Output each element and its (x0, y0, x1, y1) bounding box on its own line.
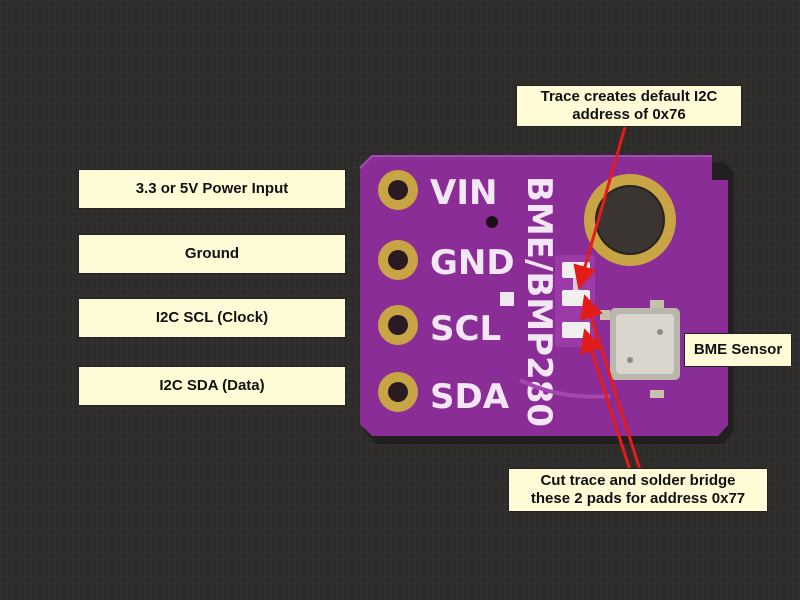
callout-gnd: Ground (78, 234, 346, 274)
trace-path (519, 378, 611, 399)
square-marker-pad (500, 292, 514, 306)
callout-vin-text: 3.3 or 5V Power Input (135, 180, 289, 197)
board-name-silkscreen: BME/BMP280 (519, 176, 559, 427)
callout-bme-sensor-text: BME Sensor (693, 341, 783, 358)
callout-sda: I2C SDA (Data) (78, 366, 346, 406)
address-jumper (555, 255, 595, 347)
mounting-hole (584, 174, 676, 266)
bme-sensor-chip (610, 308, 680, 380)
arrow-default-trace (573, 126, 627, 290)
callout-scl-text: I2C SCL (Clock) (155, 309, 269, 326)
component-small-1 (600, 310, 610, 320)
via-hole (486, 216, 498, 228)
pin-hole-sda (378, 372, 418, 412)
callout-default-address-line1: Trace creates default I2C (540, 88, 718, 105)
callout-default-address: Trace creates default I2C address of 0x7… (516, 85, 742, 127)
callout-alt-address-line2: these 2 pads for address 0x77 (530, 490, 746, 507)
pin-hole-scl (378, 305, 418, 345)
pin-hole-gnd (378, 240, 418, 280)
component-small-2 (650, 300, 664, 308)
callout-default-address-line2: address of 0x76 (572, 106, 686, 123)
silk-label-vin: VIN (430, 173, 497, 213)
callout-alt-address: Cut trace and solder bridge these 2 pads… (508, 468, 768, 512)
callout-sda-text: I2C SDA (Data) (159, 377, 265, 394)
board-edge-highlight (359, 155, 712, 169)
callout-vin: 3.3 or 5V Power Input (78, 169, 346, 209)
silk-label-gnd: GND (430, 243, 515, 283)
silk-label-scl: SCL (430, 309, 501, 349)
callout-scl: I2C SCL (Clock) (78, 298, 346, 338)
component-small-3 (650, 390, 664, 398)
silk-label-sda: SDA (430, 377, 510, 417)
callout-alt-address-line1: Cut trace and solder bridge (540, 472, 736, 489)
callout-bme-sensor: BME Sensor (684, 333, 792, 367)
arrow-pad-2 (580, 328, 632, 471)
callout-gnd-text: Ground (184, 245, 240, 262)
default-trace (573, 278, 579, 290)
pin-header (378, 170, 418, 412)
pin-hole-vin (378, 170, 418, 210)
